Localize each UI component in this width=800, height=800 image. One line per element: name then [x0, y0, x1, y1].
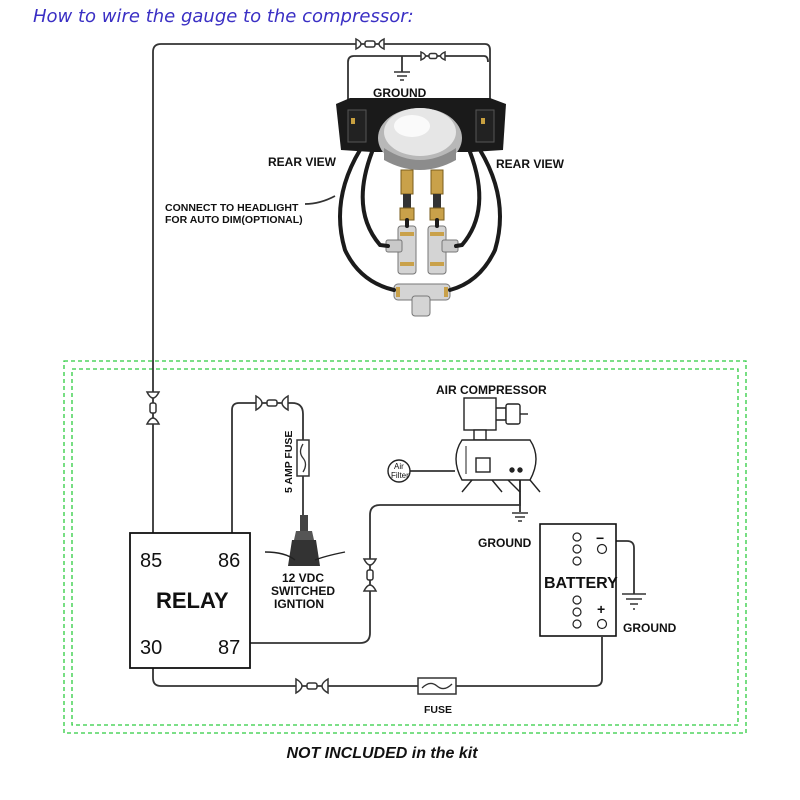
- wires: [152, 43, 635, 687]
- rear-view-right-label: REAR VIEW: [496, 157, 565, 171]
- battery-ground-icon: [622, 593, 646, 610]
- battery-icon: − + BATTERY: [539, 523, 618, 637]
- not-included-boundary-outer: [63, 360, 747, 734]
- ignition-plug-icon: [264, 515, 346, 566]
- ignition-label-line1: 12 VDC: [282, 571, 324, 585]
- wire-30-to-battery: [152, 637, 603, 687]
- headlight-label-line2: FOR AUTO DIM(OPTIONAL): [165, 214, 303, 226]
- page-title: How to wire the gauge to the compressor:: [33, 6, 414, 27]
- main-fuse-icon: [417, 677, 457, 695]
- connector-86: [255, 394, 289, 412]
- gauge-unit-icon: [336, 98, 506, 317]
- ignition-label-line3: IGNTION: [274, 597, 324, 611]
- relay-pin-86: 86: [218, 550, 240, 572]
- battery-ground-label: GROUND: [623, 621, 677, 635]
- connector-87: [362, 558, 378, 592]
- wire-85-to-gauge: [152, 43, 491, 533]
- gauge-ground-label: GROUND: [373, 86, 427, 100]
- headlight-label-line1: CONNECT TO HEADLIGHT: [165, 202, 299, 214]
- wire-headlight: [304, 195, 336, 205]
- connectors: [145, 37, 446, 695]
- svg-text:Filter: Filter: [391, 471, 409, 480]
- air-compressor-icon: [455, 397, 541, 493]
- relay-pin-85: 85: [140, 550, 162, 572]
- battery-label: BATTERY: [544, 575, 618, 592]
- battery-plus: +: [597, 601, 605, 617]
- wire-gauge-ground-loop: [347, 55, 489, 150]
- wire-87-to-compressor: [250, 477, 521, 644]
- battery-minus: −: [596, 530, 604, 546]
- ignition-label-line2: SWITCHED: [271, 584, 335, 598]
- relay-box: 85 86 30 87 RELAY: [129, 532, 251, 669]
- gauge-ground-icon: [394, 71, 410, 81]
- svg-text:Air: Air: [394, 462, 404, 471]
- connector-ground-loop: [420, 50, 446, 62]
- wire-battery-minus-to-ground: [602, 540, 635, 594]
- air-filter-icon: Air Filter: [387, 459, 411, 483]
- compressor-ground-icon: [512, 512, 528, 522]
- air-compressor-label: AIR COMPRESSOR: [436, 383, 547, 397]
- connector-30: [295, 677, 329, 695]
- relay-pin-30: 30: [140, 637, 162, 659]
- connector-top: [355, 37, 385, 51]
- footer-note: NOT INCLUDED in the kit: [286, 745, 478, 762]
- fuse-5a-label: 5 AMP FUSE: [283, 431, 295, 493]
- fuse-5a-icon: [296, 439, 310, 477]
- wire-86-to-fuse: [231, 402, 304, 533]
- not-included-boundary-inner: [71, 368, 739, 726]
- rear-view-left-label: REAR VIEW: [268, 155, 337, 169]
- relay-label: RELAY: [156, 588, 229, 613]
- connector-85-vertical: [145, 391, 161, 425]
- main-fuse-label: FUSE: [424, 704, 452, 716]
- compressor-ground-label: GROUND: [478, 536, 532, 550]
- relay-pin-87: 87: [218, 637, 240, 659]
